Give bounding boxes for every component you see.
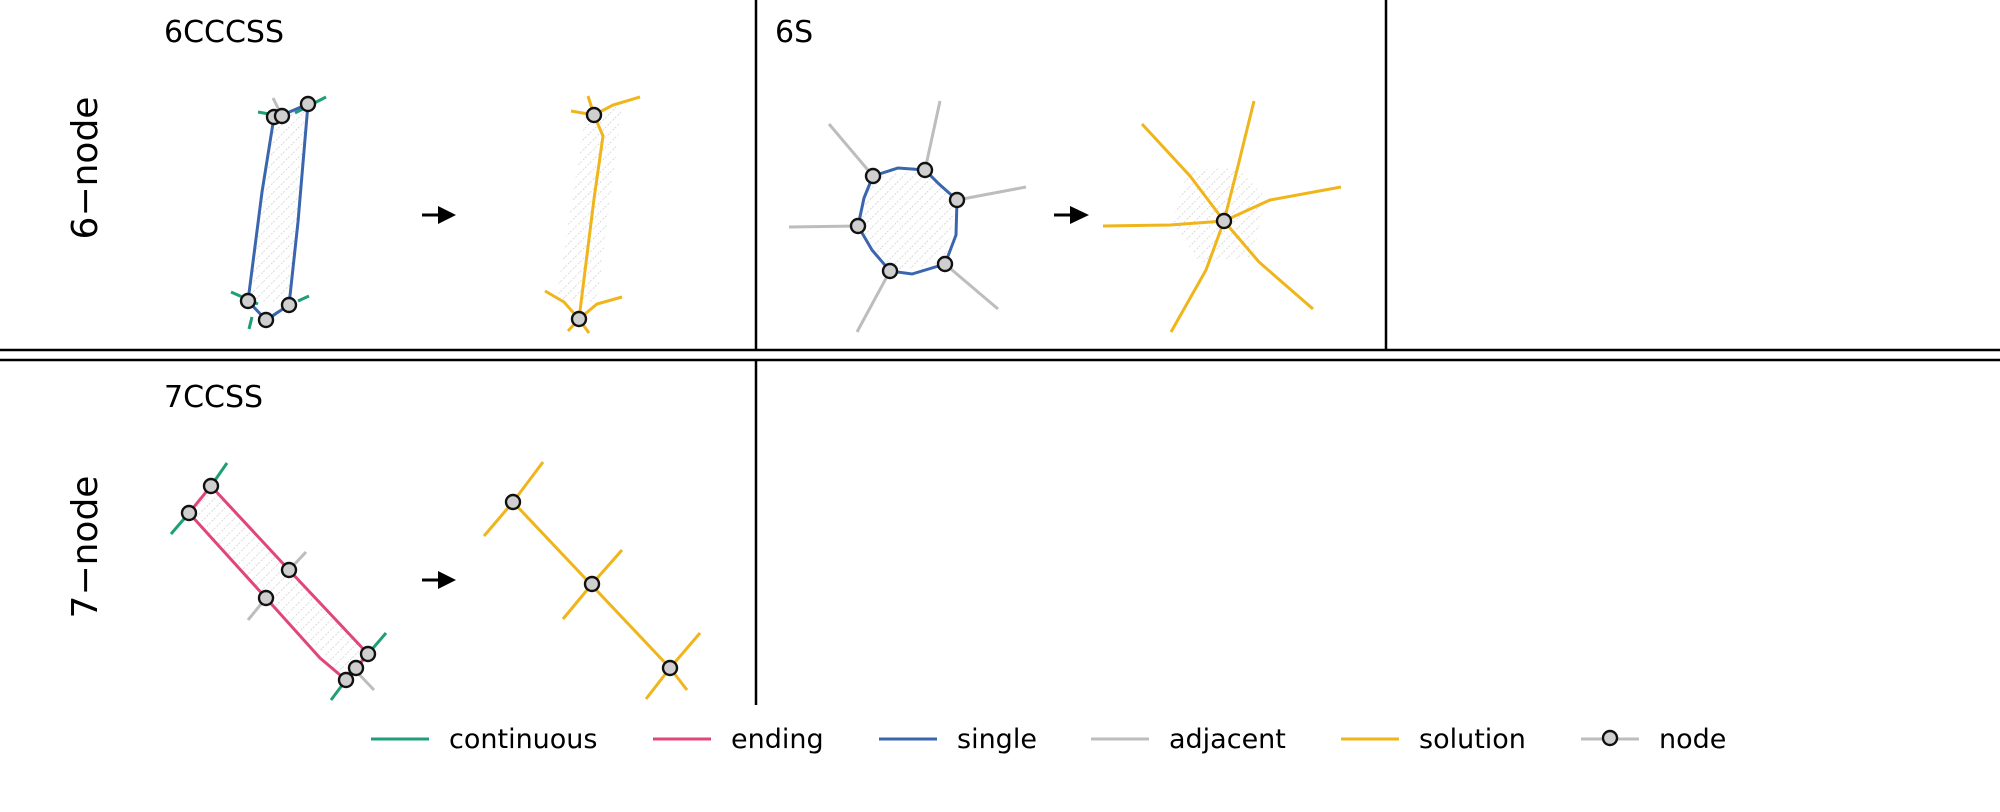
node-marker xyxy=(280,296,298,314)
node-marker xyxy=(864,167,882,185)
node-marker xyxy=(881,262,899,280)
node-marker xyxy=(583,575,601,593)
node-marker xyxy=(347,659,365,677)
continuous-edge xyxy=(297,294,310,303)
adjacent-edge xyxy=(855,270,892,333)
legend-item-adjacent: adjacent xyxy=(1091,724,1286,755)
junction-area xyxy=(249,104,307,304)
legend: continuous ending single adjacent soluti… xyxy=(371,724,1726,755)
legend-label-ending: ending xyxy=(731,724,824,755)
legend-item-single: single xyxy=(879,724,1037,755)
single-edge xyxy=(246,116,276,302)
junction-area xyxy=(556,106,622,302)
junction-area xyxy=(858,170,957,271)
panel-7cccss-before xyxy=(169,462,388,701)
legend-item-ending: ending xyxy=(653,724,824,755)
legend-label-single: single xyxy=(957,724,1037,755)
node-marker xyxy=(180,504,198,522)
arrow-6cccss xyxy=(422,206,456,224)
legend-item-node: node xyxy=(1581,724,1726,755)
adjacent-edge xyxy=(827,123,875,177)
panel-6cccss-before xyxy=(230,95,327,330)
panel-title-6s: 6S xyxy=(775,15,813,50)
legend-label-continuous: continuous xyxy=(449,724,598,755)
legend-label-node: node xyxy=(1659,724,1726,755)
node-marker xyxy=(1215,212,1233,230)
node-marker xyxy=(280,561,298,579)
node-marker xyxy=(585,106,603,124)
panel-6s-after xyxy=(1102,100,1342,333)
continuous-edge xyxy=(247,316,254,330)
solution-edge xyxy=(511,461,545,503)
solution-edge xyxy=(1102,219,1225,228)
panel-6s-before xyxy=(788,100,1027,333)
row-label-6-node: 6−node xyxy=(65,97,106,240)
row-label-7-node: 7−node xyxy=(65,476,106,619)
panel-6cccss-after xyxy=(544,95,641,334)
solution-edge xyxy=(577,114,605,320)
node-marker xyxy=(948,191,966,209)
adjacent-edge xyxy=(788,224,859,229)
panel-title-7cccss: 7CCSS xyxy=(164,380,263,415)
node-marker xyxy=(570,310,588,328)
arrow-6s xyxy=(1054,206,1089,224)
arrow-7cccss xyxy=(422,571,456,589)
legend-item-continuous: continuous xyxy=(371,724,598,755)
node-marker xyxy=(337,671,355,689)
node-marker xyxy=(257,311,275,329)
legend-swatch-node-icon xyxy=(1601,729,1619,747)
node-marker xyxy=(849,217,867,235)
adjacent-edge xyxy=(956,185,1027,202)
panel-7cccss-after xyxy=(482,461,702,700)
solution-edge xyxy=(1222,100,1256,222)
node-marker xyxy=(273,107,291,125)
legend-label-solution: solution xyxy=(1419,724,1526,755)
node-marker xyxy=(504,493,522,511)
node-marker xyxy=(936,255,954,273)
panel-title-6cccss: 6CCCSS xyxy=(164,15,284,50)
legend-label-adjacent: adjacent xyxy=(1169,724,1286,755)
solution-edge xyxy=(1169,220,1226,333)
solution-edge xyxy=(1140,122,1226,222)
node-marker xyxy=(916,161,934,179)
junction-area xyxy=(189,486,368,680)
node-marker xyxy=(359,645,377,663)
grid-frame xyxy=(0,0,2000,705)
legend-item-solution: solution xyxy=(1341,724,1526,755)
node-marker xyxy=(661,659,679,677)
node-marker xyxy=(239,292,257,310)
solution-edge xyxy=(1222,220,1314,311)
node-marker xyxy=(299,95,317,113)
ending-edge xyxy=(187,511,347,682)
solution-edge xyxy=(1223,185,1342,223)
node-marker xyxy=(257,589,275,607)
adjacent-edge xyxy=(944,262,999,311)
single-edge xyxy=(287,103,310,306)
node-marker xyxy=(202,477,220,495)
adjacent-edge xyxy=(923,100,942,171)
